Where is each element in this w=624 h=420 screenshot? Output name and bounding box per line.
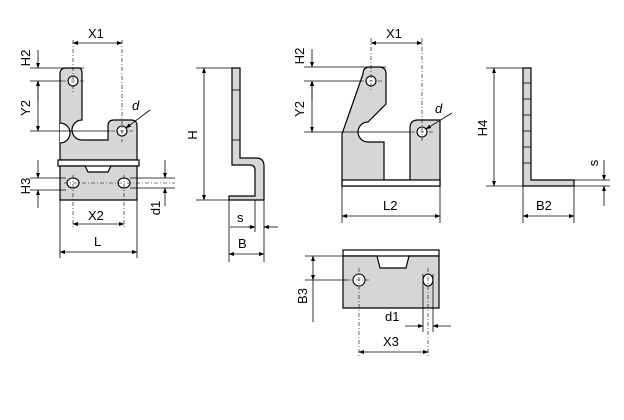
label-d-front: d: [132, 98, 140, 113]
label-h3: H3: [18, 178, 33, 195]
label-b3: B3: [295, 288, 310, 304]
label-x1-large: X1: [386, 26, 402, 41]
label-l2: L2: [383, 198, 397, 213]
label-s-small: s: [237, 210, 244, 225]
label-h2-front: H2: [18, 50, 33, 67]
side-view-large-bracket: H4 s B2: [475, 67, 610, 223]
plate-body: [342, 255, 440, 309]
label-l: L: [94, 234, 101, 249]
front-view-small-bracket: X1 H2 Y2 d H3 d1 X2 L: [18, 26, 175, 258]
label-h4: H4: [475, 120, 490, 137]
label-s-large: s: [586, 159, 601, 166]
label-x1-front: X1: [88, 26, 104, 41]
side-profile-small: [228, 67, 265, 201]
large-bracket-right-post: [409, 119, 441, 187]
front-view-large-bracket: X1 H2 Y2 d L2: [292, 26, 453, 223]
label-d-large: d: [435, 101, 443, 116]
label-b2: B2: [536, 198, 552, 213]
bottom-plate-view: B3 d1 X3: [295, 249, 451, 358]
side-profile-large: [522, 67, 575, 187]
label-y2-front: Y2: [18, 100, 33, 116]
plate-edge-strip: [342, 249, 440, 257]
label-b: B: [238, 236, 247, 251]
large-bend-strip: [341, 179, 441, 187]
large-bracket-body: [341, 66, 387, 187]
label-h: H: [185, 130, 200, 139]
label-h2-large: H2: [292, 48, 307, 65]
label-y2-large: Y2: [292, 101, 307, 117]
label-d1-plate: d1: [385, 309, 399, 324]
label-d1-front: d1: [148, 201, 163, 215]
side-view-small-bracket: H s B: [185, 67, 278, 262]
notch-cutout: [59, 122, 71, 144]
bracket-lower-plate: [59, 165, 138, 201]
label-x3: X3: [383, 334, 399, 349]
label-x2: X2: [88, 208, 104, 223]
bend-strip: [57, 159, 140, 167]
